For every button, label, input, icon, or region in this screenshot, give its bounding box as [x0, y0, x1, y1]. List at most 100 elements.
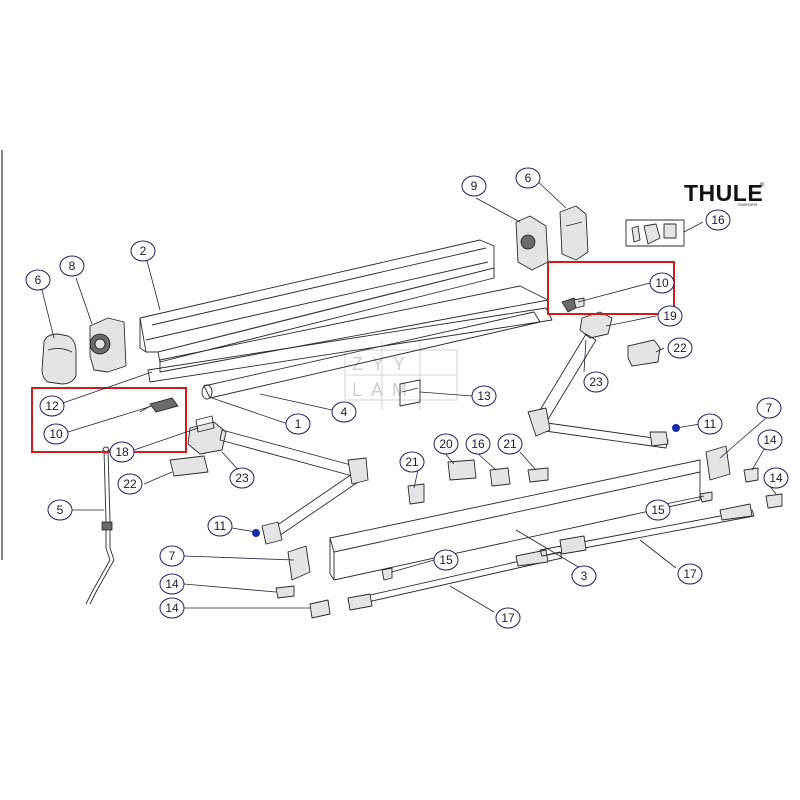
callout-16-top-label: 16	[711, 213, 725, 227]
part-crank-handle	[85, 446, 115, 605]
callout-6-left-label: 6	[35, 273, 42, 287]
watermark-line2: LAM	[352, 380, 416, 400]
callout-1: 1	[285, 413, 311, 435]
callout-14-b: 14	[763, 467, 789, 489]
callout-17-right: 17	[677, 563, 703, 585]
callout-14-b-label: 14	[769, 471, 783, 485]
callout-14-d-label: 14	[165, 601, 179, 615]
callout-18-label: 18	[115, 445, 129, 459]
callout-4-label: 4	[341, 405, 348, 419]
callout-14-d: 14	[159, 597, 185, 619]
callout-19: 19	[657, 305, 683, 327]
callout-12-label: 12	[45, 399, 59, 413]
callout-13: 13	[471, 385, 497, 407]
callout-17-left: 17	[495, 607, 521, 629]
callout-1-label: 1	[295, 417, 302, 431]
part-cassette-housing	[139, 239, 495, 363]
watermark-line1: ZYY	[352, 354, 414, 374]
callout-13-label: 13	[477, 389, 491, 403]
callout-15-right-label: 15	[651, 503, 665, 517]
callout-23-left: 23	[229, 467, 255, 489]
part-caps-14	[275, 467, 783, 619]
leader-lines	[41, 177, 777, 613]
callout-20: 20	[433, 433, 459, 455]
callout-3-label: 3	[581, 569, 588, 583]
part-rail-17-left	[347, 549, 563, 611]
part-end-cap-left	[41, 333, 77, 385]
part-right-bracket	[515, 215, 549, 271]
callout-7-right-label: 7	[766, 401, 773, 415]
part-bracket-right	[627, 339, 661, 367]
callout-10-left: 10	[43, 423, 69, 445]
callout-23-left-label: 23	[235, 471, 249, 485]
callout-4: 4	[331, 401, 357, 423]
part-panel	[399, 379, 421, 407]
callout-2: 2	[130, 240, 156, 262]
callout-15-right: 15	[645, 499, 671, 521]
callout-10-right: 10	[649, 272, 675, 294]
part-end-piece-left	[287, 545, 311, 581]
callout-6-left: 6	[25, 269, 51, 291]
callout-21-left-label: 21	[405, 455, 419, 469]
callout-9: 9	[461, 175, 487, 197]
part-lock-right	[561, 297, 585, 313]
callout-6-right: 6	[515, 167, 541, 189]
part-bracket-left	[169, 455, 209, 477]
callout-7-left-label: 7	[169, 549, 176, 563]
highlight-box-left	[31, 387, 187, 453]
callout-11-right-label: 11	[704, 417, 717, 431]
callout-9-label: 9	[471, 179, 478, 193]
callout-11-left-label: 11	[214, 519, 227, 533]
callout-22-right: 22	[667, 337, 693, 359]
callout-5: 5	[47, 499, 73, 521]
callout-18: 18	[109, 441, 135, 463]
callout-11-right: 11	[672, 413, 723, 435]
callout-19-label: 19	[663, 309, 677, 323]
brand-logo: THULE ® SWEDEN	[684, 180, 765, 207]
callout-16-center-label: 16	[471, 437, 485, 451]
callout-23-right: 23	[583, 371, 609, 393]
part-front-profile	[329, 459, 701, 581]
part-end-piece-right	[705, 445, 731, 481]
callout-14-a: 14	[757, 429, 783, 451]
callout-7-left: 7	[159, 545, 185, 567]
callout-17-right-label: 17	[683, 567, 697, 581]
brand-tagline: SWEDEN	[738, 202, 757, 207]
part-arm-top-bracket	[579, 311, 613, 339]
callout-7-right: 7	[756, 397, 782, 419]
callout-3: 3	[571, 565, 597, 587]
part-arm-right	[527, 333, 669, 449]
highlight-box-right	[547, 261, 675, 315]
callout-22-right-label: 22	[673, 341, 687, 355]
callout-22-left-label: 22	[123, 477, 137, 491]
callout-16-top: 16	[705, 209, 731, 231]
brand-name: THULE	[684, 180, 763, 206]
part-center-items	[407, 459, 549, 505]
callout-10-left-label: 10	[49, 427, 63, 441]
part-left-bracket	[89, 317, 127, 373]
callout-15-center: 15	[433, 549, 459, 571]
callout-11-left: 11	[207, 515, 260, 537]
part-clips-15	[381, 491, 713, 581]
part-front-strip	[147, 285, 553, 383]
callout-23-right-label: 23	[589, 375, 603, 389]
callout-12: 12	[39, 395, 65, 417]
callout-20-label: 20	[439, 437, 453, 451]
part-lock-left	[139, 397, 179, 413]
callout-21-right-label: 21	[503, 437, 517, 451]
callout-5-label: 5	[57, 503, 64, 517]
callout-8: 8	[59, 255, 85, 277]
callout-8-label: 8	[69, 259, 76, 273]
callout-21-right: 21	[497, 433, 523, 455]
callout-22-left: 22	[117, 473, 143, 495]
callout-6-right-label: 6	[525, 171, 532, 185]
callout-10-right-label: 10	[655, 276, 669, 290]
callout-14-c: 14	[159, 573, 185, 595]
callout-16-center: 16	[465, 433, 491, 455]
callout-21-left: 21	[399, 451, 425, 473]
brand-mark: ®	[760, 182, 765, 189]
part-roller-tube	[201, 311, 541, 400]
callout-14-c-label: 14	[165, 577, 179, 591]
callout-17-left-label: 17	[501, 611, 515, 625]
